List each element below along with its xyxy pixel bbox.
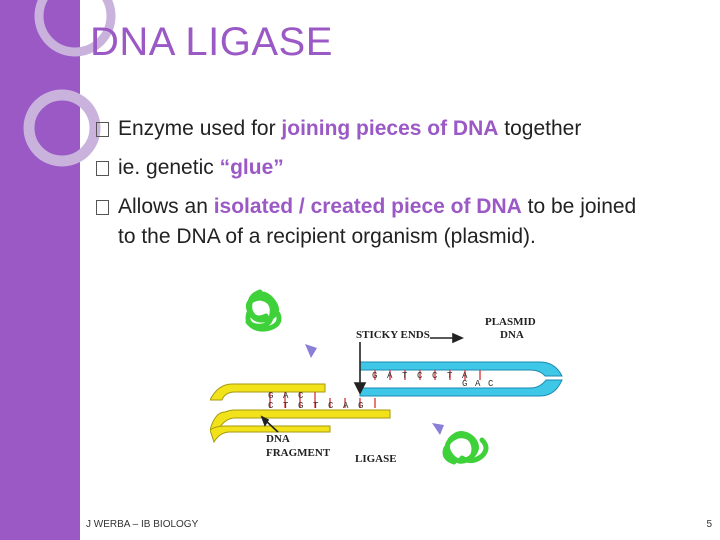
bullet-highlight: joining pieces of DNA [281, 117, 499, 140]
ligase-marker-icon [432, 423, 444, 435]
base-letter: C [268, 401, 274, 411]
enzyme-blob-icon [442, 431, 489, 465]
bullet-text: to be joined [521, 195, 637, 218]
base-letter: C [417, 371, 423, 381]
bullet-text: together [498, 117, 582, 140]
footer-credit: J WERBA – IB BIOLOGY [86, 519, 199, 530]
base-letters: G A T C C T A G A C G A C C T G T C A G [268, 371, 494, 411]
page-number: 5 [706, 519, 712, 530]
base-letter: T [402, 371, 408, 381]
plasmid-strand-bottom [359, 379, 563, 397]
base-letter: G [462, 379, 467, 389]
base-letter: C [432, 371, 438, 381]
bullet-item: Allows an isolated / created piece of DN… [96, 192, 716, 252]
ligase-diagram: G A T C C T A G A C G A C C T G T C A G … [210, 289, 563, 465]
base-letter: G [268, 391, 273, 401]
base-letter: A [283, 391, 289, 401]
enzyme-blob-icon [245, 289, 282, 332]
base-letter: T [447, 371, 453, 381]
fragment-strand-middle [210, 409, 391, 431]
plasmid-label: DNA [500, 329, 524, 341]
slide-title: DNA LIGASE [90, 20, 333, 64]
base-letter: G [372, 371, 377, 381]
plasmid-strand-top [359, 361, 563, 377]
base-letter: C [488, 379, 494, 389]
base-letter: C [298, 391, 304, 401]
bullet-highlight: isolated / created piece of DNA [213, 195, 522, 218]
plasmid-label: PLASMID [485, 316, 536, 328]
arrow-icon [260, 332, 464, 433]
ligase-marker-icon [305, 344, 317, 358]
base-letter: T [313, 401, 319, 411]
fragment-strand-top [210, 383, 326, 401]
base-pair-ticks [269, 370, 481, 408]
bullet-text: to the DNA of a recipient organism (plas… [118, 225, 536, 248]
bullet-text: ie. genetic [118, 156, 220, 179]
base-letter: A [475, 379, 481, 389]
base-letter: T [283, 401, 289, 411]
base-letter: G [358, 401, 363, 411]
ligase-label: LIGASE [355, 453, 397, 465]
base-letter: A [462, 371, 468, 381]
fragment-label: FRAGMENT [266, 447, 331, 459]
bullet-text: Enzyme used for [118, 117, 282, 140]
bullet-item: Enzyme used for joining pieces of DNA to… [96, 114, 716, 144]
base-letter: A [387, 371, 393, 381]
fragment-strand-bottom [210, 425, 331, 444]
base-letter: C [328, 401, 334, 411]
fragment-label: DNA [266, 433, 290, 445]
bullet-box-icon [96, 122, 109, 137]
sticky-ends-label: STICKY ENDS [356, 329, 430, 341]
base-letter: A [343, 401, 349, 411]
base-letter: G [298, 401, 303, 411]
bullet-item: ie. genetic “glue” [96, 153, 716, 183]
bullet-box-icon [96, 200, 109, 215]
decorative-circles [23, 0, 116, 167]
bullet-text: Allows an [118, 195, 214, 218]
bullet-highlight: “glue” [219, 156, 284, 179]
bullet-list: Enzyme used for joining pieces of DNA to… [96, 114, 716, 252]
bullet-box-icon [96, 161, 109, 176]
